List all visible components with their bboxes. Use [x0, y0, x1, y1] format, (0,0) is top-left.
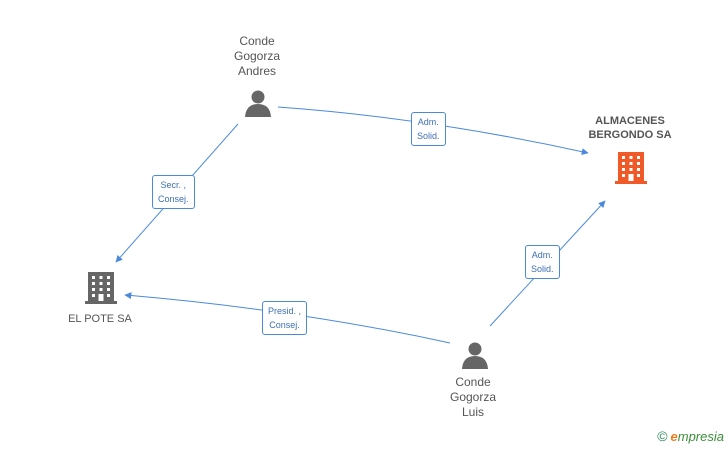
empresia-logo: ©empresia — [657, 428, 724, 444]
building-icon[interactable] — [85, 270, 117, 304]
brand-name: mpresia — [677, 429, 724, 444]
building-icon[interactable] — [615, 150, 647, 184]
brand-e: e — [670, 429, 678, 444]
company-almacenes-label[interactable]: ALMACENES BERGONDO SA — [588, 115, 672, 141]
edge-label-luis-elpote[interactable]: Presid. , Consej. — [262, 301, 308, 335]
edge-label-luis-almacenes[interactable]: Adm. Solid. — [525, 245, 560, 279]
person-icon[interactable] — [460, 340, 490, 370]
company-elpote-label[interactable]: EL POTE SA — [68, 313, 132, 325]
person-icon[interactable] — [243, 88, 273, 118]
copyright-symbol: © — [657, 428, 668, 444]
edge-label-andres-elpote[interactable]: Secr. , Consej. — [152, 175, 195, 209]
edge-label-andres-almacenes[interactable]: Adm. Solid. — [411, 112, 446, 146]
person-luis-label[interactable]: Conde Gogorza Luis — [449, 375, 497, 419]
person-andres-label[interactable]: Conde Gogorza Andres — [233, 34, 281, 78]
